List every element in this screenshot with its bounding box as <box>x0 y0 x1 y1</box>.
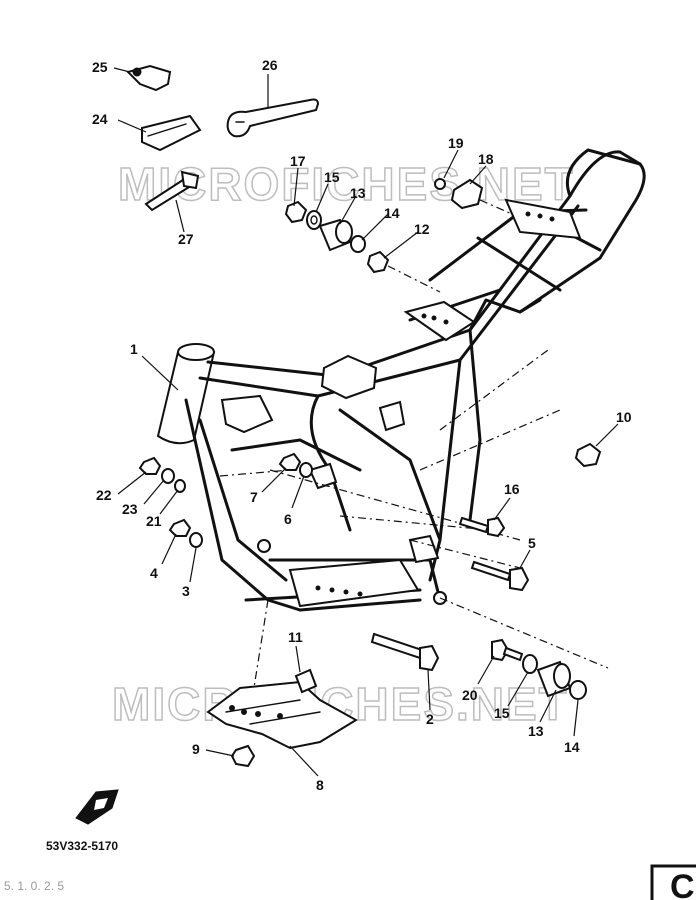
front-arrow-icon <box>75 789 119 825</box>
label-15-lower: 15 <box>494 705 510 721</box>
part-12-bolt-upper <box>366 250 441 293</box>
part-9-bolt <box>230 744 256 768</box>
label-13-lower: 13 <box>528 723 544 739</box>
part-20-bolt <box>491 638 524 662</box>
label-23: 23 <box>122 501 138 517</box>
label-19: 19 <box>448 135 464 151</box>
label-7: 7 <box>250 489 258 505</box>
label-3: 3 <box>182 583 190 599</box>
label-12: 12 <box>414 221 430 237</box>
part-18-bracket <box>450 178 513 215</box>
part-8-skid-plate <box>206 680 358 750</box>
part-1-frame <box>156 148 646 612</box>
label-6: 6 <box>284 511 292 527</box>
part-5-bolt <box>470 560 530 592</box>
label-18: 18 <box>478 151 494 167</box>
part-23-washer <box>161 468 175 484</box>
label-20: 20 <box>462 687 478 703</box>
label-17: 17 <box>290 153 306 169</box>
corner-page-tab: C <box>650 864 696 900</box>
label-14-lower: 14 <box>564 739 580 755</box>
part-22-nut <box>138 456 162 475</box>
part-15-washer-upper <box>306 210 322 230</box>
label-4: 4 <box>150 565 158 581</box>
part-24-pad <box>141 114 202 152</box>
part-25-clip <box>126 64 172 92</box>
part-19-screw <box>434 178 446 190</box>
part-16-bolt <box>458 516 506 538</box>
part-15-washer-lower <box>522 654 538 674</box>
part-14-collar-lower <box>569 680 587 700</box>
label-24: 24 <box>92 111 108 127</box>
part-4-nut <box>168 518 192 537</box>
label-25: 25 <box>92 59 108 75</box>
label-5: 5 <box>528 535 536 551</box>
label-16: 16 <box>504 481 520 497</box>
part-7-nut <box>278 452 302 471</box>
label-15-upper: 15 <box>324 169 340 185</box>
diagram-code: 53V332-5170 <box>46 839 118 853</box>
label-2: 2 <box>426 711 434 727</box>
label-27: 27 <box>178 231 194 247</box>
corner-letter: C <box>670 868 695 900</box>
label-22: 22 <box>96 487 112 503</box>
part-21-washer <box>174 479 186 493</box>
label-1: 1 <box>130 341 138 357</box>
part-11-bracket <box>294 668 318 694</box>
part-13-bushing-upper <box>318 218 353 252</box>
bottom-left-note: 5. 1. 0. 2. 5 <box>4 879 64 893</box>
part-26-wrench <box>226 98 320 138</box>
label-14-upper: 14 <box>384 205 400 221</box>
label-13-upper: 13 <box>350 185 366 201</box>
part-2-bolt <box>370 632 440 672</box>
part-3-washer <box>189 532 203 548</box>
label-8: 8 <box>316 777 324 793</box>
label-9: 9 <box>192 741 200 757</box>
part-27-pin <box>144 170 200 212</box>
part-10-nut <box>574 442 602 468</box>
label-26: 26 <box>262 57 278 73</box>
label-21: 21 <box>146 513 162 529</box>
part-13-bushing-lower <box>536 660 572 698</box>
part-14-collar-upper <box>350 235 366 253</box>
part-6-washer <box>299 462 313 478</box>
label-11: 11 <box>288 629 303 645</box>
label-10: 10 <box>616 409 632 425</box>
part-17-nut <box>284 200 308 224</box>
